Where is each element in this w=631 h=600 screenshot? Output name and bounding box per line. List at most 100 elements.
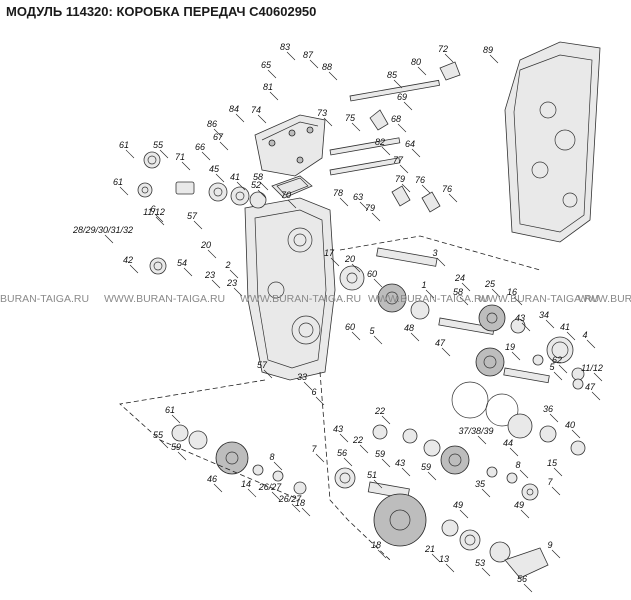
leader-line: [343, 457, 353, 467]
watermark-text: WWW.BURAN-TAIGA.RU: [104, 293, 225, 305]
leader-line: [257, 114, 267, 124]
part-callout: 3: [432, 248, 437, 258]
part-callout: 26/27: [258, 482, 283, 492]
part-callout: 20: [344, 254, 355, 264]
leader-line: [401, 183, 411, 193]
part-callout: 67: [213, 132, 224, 142]
part-callout: 84: [229, 104, 239, 114]
part-callout: 17: [324, 248, 335, 258]
leader-line: [171, 414, 181, 424]
part-callout: 56: [337, 448, 347, 458]
leader-line: [330, 257, 340, 267]
gearbox-housing: [244, 197, 336, 381]
part-callout: 22: [352, 435, 363, 445]
part-callout: 82: [375, 137, 385, 147]
leader-line: [444, 53, 454, 63]
part-callout: 55: [153, 430, 164, 440]
leader-line: [521, 322, 531, 332]
leader-line: [403, 101, 413, 111]
part-callout: 43: [515, 313, 525, 323]
leader-line: [159, 149, 169, 159]
leader-line: [399, 164, 409, 174]
part-callout: 24: [454, 273, 465, 283]
part-callout: 49: [453, 500, 463, 510]
leader-line: [269, 91, 279, 101]
part-callout: 21: [424, 544, 435, 554]
part-callout: 11/12: [143, 207, 165, 217]
part-callout: 59: [171, 442, 181, 452]
watermark-layer: BURAN-TAIGA.RU WWW.BURAN-TAIGA.RU WWW.BURA…: [0, 293, 631, 305]
part-callout: 71: [175, 152, 185, 162]
selector-shafts: [329, 61, 461, 213]
part-callout: 9: [547, 540, 552, 550]
leader-line: [125, 149, 135, 159]
assembly-line-left: [119, 379, 301, 501]
part-callout: 65: [261, 60, 272, 70]
part-callout: 47: [435, 338, 446, 348]
part-callout: 63: [353, 192, 363, 202]
leader-line: [155, 216, 165, 226]
leader-line: [235, 113, 245, 123]
leader-line: [377, 549, 387, 559]
leader-line: [177, 451, 187, 461]
leader-line: [129, 264, 139, 274]
right-side-parts: [486, 354, 585, 501]
part-callout: 35: [475, 479, 486, 489]
leader-line: [421, 184, 431, 194]
leader-line: [207, 249, 217, 259]
part-callout: 70: [281, 190, 291, 200]
part-callout: 18: [295, 498, 305, 508]
leader-line: [441, 347, 451, 357]
part-callout: 42: [123, 255, 133, 265]
leader-line: [236, 181, 246, 191]
leader-line: [410, 332, 420, 342]
part-callout: 5: [549, 362, 555, 372]
leader-line: [263, 369, 273, 379]
part-callout: 48: [404, 323, 414, 333]
leader-line: [287, 199, 297, 209]
part-callout: 54: [177, 258, 187, 268]
part-callout: 81: [263, 82, 273, 92]
part-callout: 41: [230, 172, 240, 182]
part-callout: 13: [439, 554, 449, 564]
part-callout: 52: [251, 180, 261, 190]
leader-line: [549, 413, 559, 423]
part-callout: 79: [395, 174, 405, 184]
part-callout: 22: [374, 406, 385, 416]
leader-line: [436, 257, 446, 267]
leader-line: [371, 212, 381, 222]
leader-line: [154, 213, 164, 223]
part-callout: 68: [391, 114, 401, 124]
leader-line: [477, 435, 487, 445]
part-callout: 14: [241, 479, 251, 489]
leader-line: [359, 444, 369, 454]
part-callout: 15: [547, 458, 558, 468]
watermark-text: BURAN-TAIGA.RU: [0, 293, 89, 305]
leader-line: [445, 563, 455, 573]
leader-line: [315, 453, 325, 463]
part-callout: 44: [503, 438, 513, 448]
leader-line: [417, 66, 427, 76]
left-seals: [137, 151, 267, 275]
watermark-text: WWW.BURAN-TAI: [578, 293, 631, 305]
part-callout: 77: [393, 155, 404, 165]
part-callout: 43: [395, 458, 405, 468]
leader-line: [339, 197, 349, 207]
watermark-text: WWW.BURAN-TAIGA.RU: [240, 293, 361, 305]
part-callout: 34: [539, 310, 549, 320]
leader-line: [219, 141, 229, 151]
leader-line: [411, 148, 421, 158]
leader-line: [104, 234, 114, 244]
leader-line: [427, 471, 437, 481]
part-callout: 83: [280, 42, 290, 52]
part-callout: 8: [269, 452, 274, 462]
part-callout: 40: [565, 420, 575, 430]
page-title: МОДУЛЬ 114320: КОРОБКА ПЕРЕДАЧ С40602950: [6, 4, 317, 19]
part-callout: 76: [415, 175, 425, 185]
leader-line: [431, 553, 441, 563]
part-callout: 6: [311, 387, 316, 397]
leader-line: [491, 288, 501, 298]
leader-line: [558, 364, 568, 374]
part-callout: 80: [411, 57, 421, 67]
part-callout: 61: [165, 405, 175, 415]
